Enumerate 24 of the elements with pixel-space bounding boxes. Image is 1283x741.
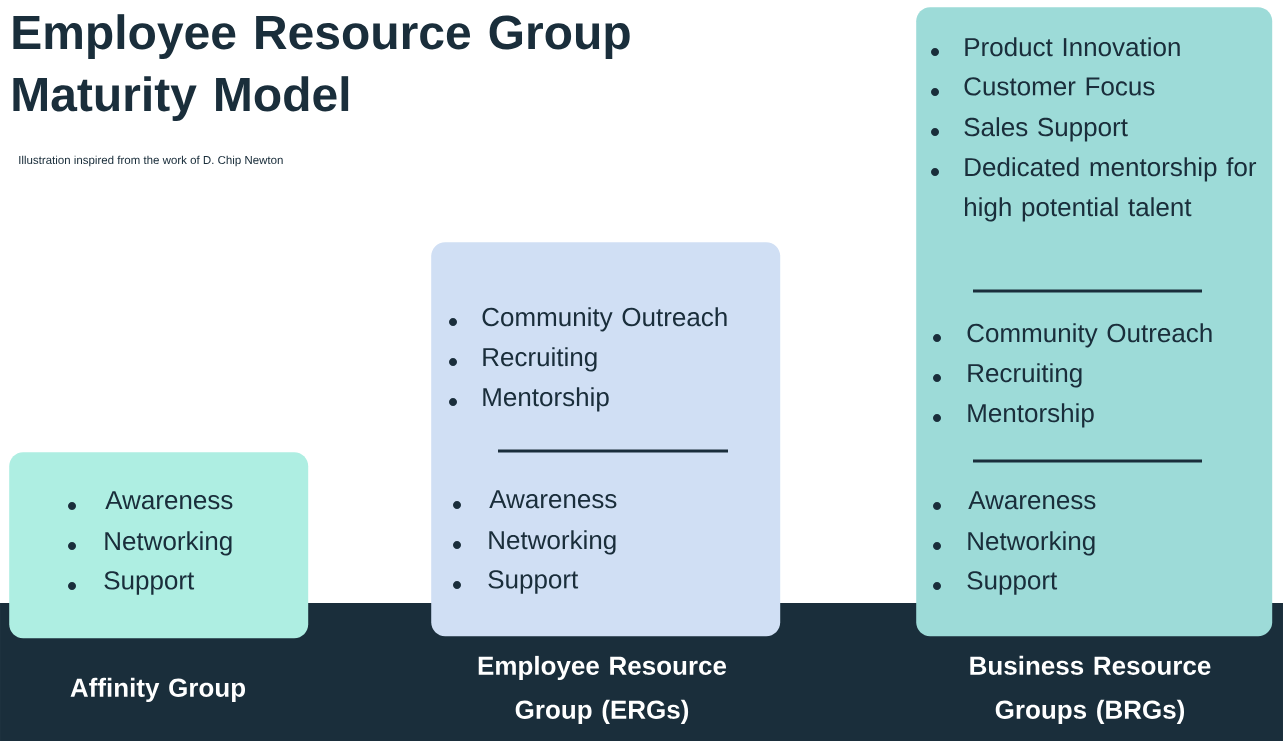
bullet-item: Product Innovation [931,37,1180,57]
group-label: Business Resource Groups (BRGs) [970,655,1211,725]
bullet-item: Networking [68,531,232,556]
bullet-item: Support [453,570,579,594]
bullet-item: Community Outreach [449,307,727,332]
bullet-item: Community Outreach [933,323,1212,348]
bullet-item: Dedicated mentorship for high potential talent [931,157,1257,222]
bullet-item: Awareness [933,491,1096,510]
caption: Illustration inspired from the work of D. Chip Newton [19,155,283,167]
bullet-item: Networking [933,531,1095,556]
group-label: Employee Resource Group (ERGs) [478,655,727,725]
bullet-item: Recruiting [449,347,597,372]
bullet-item: Mentorship [933,403,1094,428]
bullet-item: Customer Focus [931,77,1155,96]
bullet-item: Recruiting [933,363,1082,388]
bullet-item: Support [68,571,195,595]
bullet-item: Support [933,571,1058,595]
bullet-item: Awareness [68,491,233,510]
group-label: Affinity Group [70,677,246,703]
bullet-item: Awareness [453,490,617,509]
bullet-item: Networking [453,530,616,555]
title: Employee Resource Group Maturity Model [13,14,630,121]
bullet-item: Sales Support [931,117,1128,142]
bullet-item: Mentorship [449,387,609,412]
